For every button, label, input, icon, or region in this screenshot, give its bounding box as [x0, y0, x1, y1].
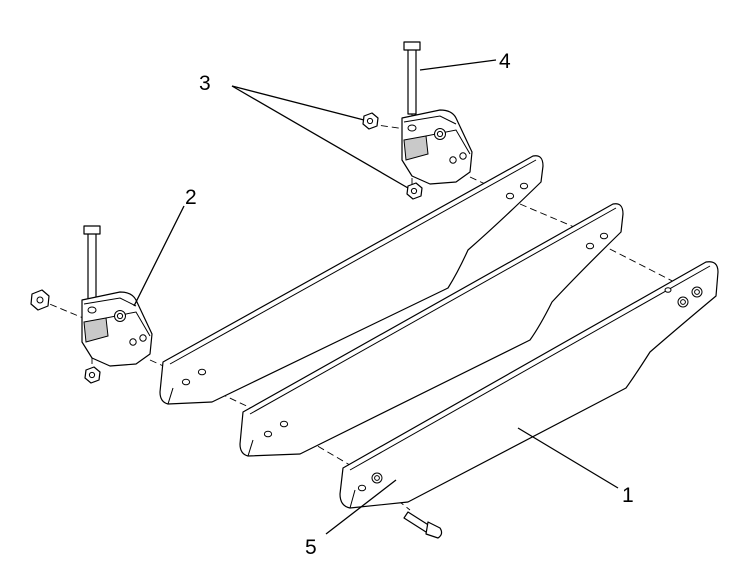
- bracket-plate-back: [159, 155, 544, 405]
- bolt-bottom: [403, 511, 443, 539]
- callout-4: 4: [499, 50, 511, 73]
- nut-upper-bottom: [406, 182, 423, 200]
- callout-2: 2: [185, 186, 197, 209]
- leader-lines: [133, 59, 619, 535]
- callout-3: 3: [199, 72, 211, 95]
- callout-5: 5: [305, 536, 317, 559]
- nut-lower-left: [30, 289, 50, 311]
- bracket-plate-middle: [239, 203, 624, 457]
- hinge-bracket-lower: [81, 225, 153, 367]
- nut-lower-bottom: [84, 366, 101, 384]
- nut-upper-top: [362, 112, 379, 130]
- bracket-plate-front: [339, 261, 719, 509]
- callout-1: 1: [622, 484, 634, 507]
- hinge-bracket-upper: [401, 41, 473, 185]
